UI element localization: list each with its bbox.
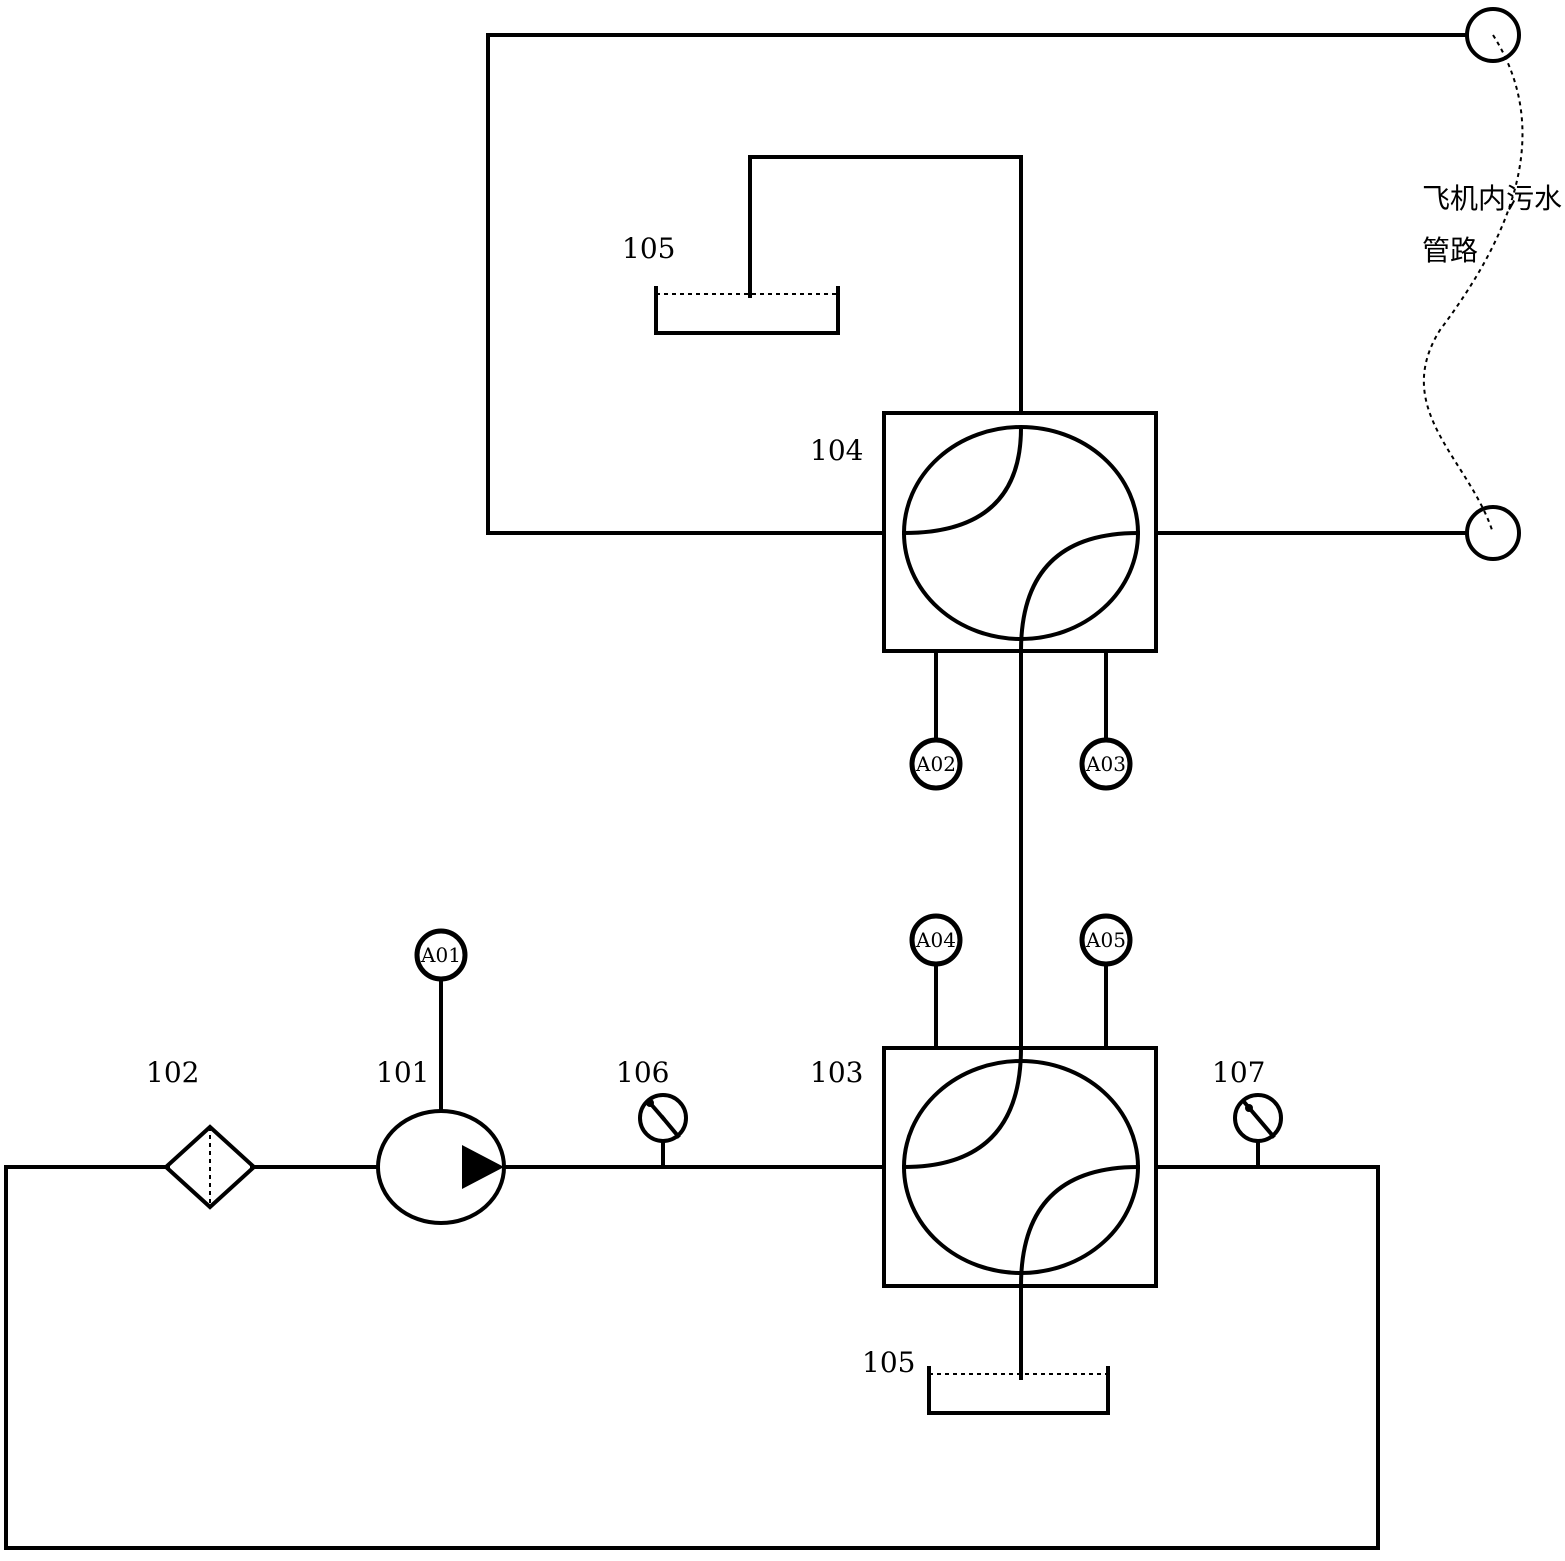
actuator-a03: A03 (1079, 737, 1133, 791)
svg-text:A03: A03 (1085, 752, 1126, 776)
pressure-gauge-106 (638, 1093, 688, 1169)
label-filter: 102 (146, 1056, 199, 1089)
label-lower-tank: 105 (862, 1346, 915, 1379)
svg-text:A01: A01 (420, 943, 461, 967)
label-valve-104: 104 (810, 434, 863, 467)
valve-103 (882, 1045, 1158, 1289)
label-gauge-107: 107 (1212, 1056, 1265, 1089)
aircraft-connector-top (1465, 7, 1521, 63)
actuator-a02: A02 (909, 737, 963, 791)
pump-101 (376, 1109, 506, 1225)
actuator-a04: A04 (909, 913, 963, 967)
label-upper-tank: 105 (622, 232, 675, 265)
label-gauge-106: 106 (616, 1056, 669, 1089)
upper-loop-pipe (486, 33, 1468, 535)
pressure-gauge-107 (1233, 1093, 1283, 1169)
actuator-a05: A05 (1079, 913, 1133, 967)
aircraft-sewage-pipe-dashed (1422, 34, 1524, 534)
filter-102 (163, 1124, 257, 1210)
svg-text:A04: A04 (915, 928, 956, 952)
lower-tank (927, 1366, 1110, 1415)
aircraft-connector-bottom (1465, 505, 1521, 561)
label-valve-103: 103 (810, 1056, 863, 1089)
upper-tank (654, 286, 840, 335)
valve-104 (882, 411, 1158, 654)
aircraft-pipe-label-1: 飞机内污水 (1422, 182, 1562, 215)
actuator-a01: A01 (414, 928, 468, 982)
upper-tank-pipe (748, 155, 1023, 415)
lower-loop-pipe (4, 1165, 1380, 1550)
aircraft-pipe-label-2: 管路 (1422, 234, 1478, 267)
svg-text:A02: A02 (915, 752, 956, 776)
label-pump: 101 (376, 1056, 429, 1089)
svg-text:A05: A05 (1085, 928, 1126, 952)
